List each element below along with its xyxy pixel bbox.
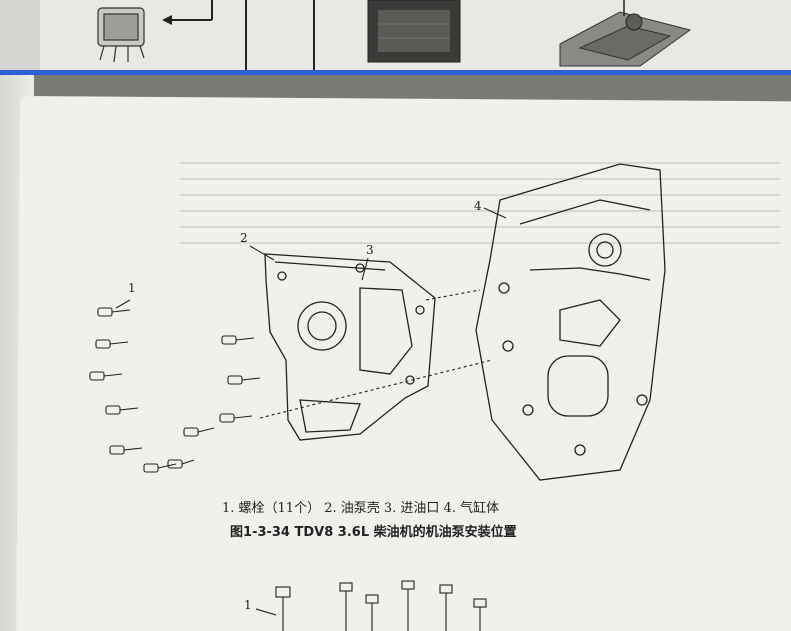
bolt [95,339,129,349]
callout-1: 1 [128,281,136,295]
figure-title: 图1-3-34 TDV8 3.6L 柴油机的机油泵安装位置 [230,525,517,540]
relay-illustration [97,7,145,63]
previous-page-strip [0,0,791,72]
figure-legend: 1. 螺栓（11个） 2. 油泵壳 3. 进油口 4. 气缸体 [222,501,500,516]
divider-line [0,70,791,75]
module-illustration [367,0,461,63]
previous-page-illustrations [97,0,692,72]
bolt [143,463,177,473]
oil-pump-housing [264,253,436,441]
bolt [473,598,487,631]
bolt [439,584,453,631]
show-through-text [180,148,780,268]
callout-3: 3 [366,243,374,257]
bolt [339,582,353,631]
bolt [105,405,139,415]
oil-pump-diagram: 1 2 3 4 [89,163,666,481]
lower-figure-bolts: 1 [244,580,487,631]
callout-4: 4 [474,199,482,213]
arrow-icon [162,0,213,25]
bolt [97,307,131,317]
selector-illustration [559,0,692,67]
page-edge [0,0,40,72]
bolt [275,586,291,631]
bolt [219,413,253,423]
bolt [227,375,261,385]
bolt [183,427,215,437]
callout-2: 2 [240,231,248,245]
bolt-set [89,307,261,473]
lower-callout-1: 1 [244,598,252,612]
bolt [221,335,255,345]
bolt [167,459,195,469]
bolt [365,594,379,631]
bolt [109,445,143,455]
bolt [401,580,415,631]
cylinder-block [475,163,666,481]
bolt [89,371,123,381]
